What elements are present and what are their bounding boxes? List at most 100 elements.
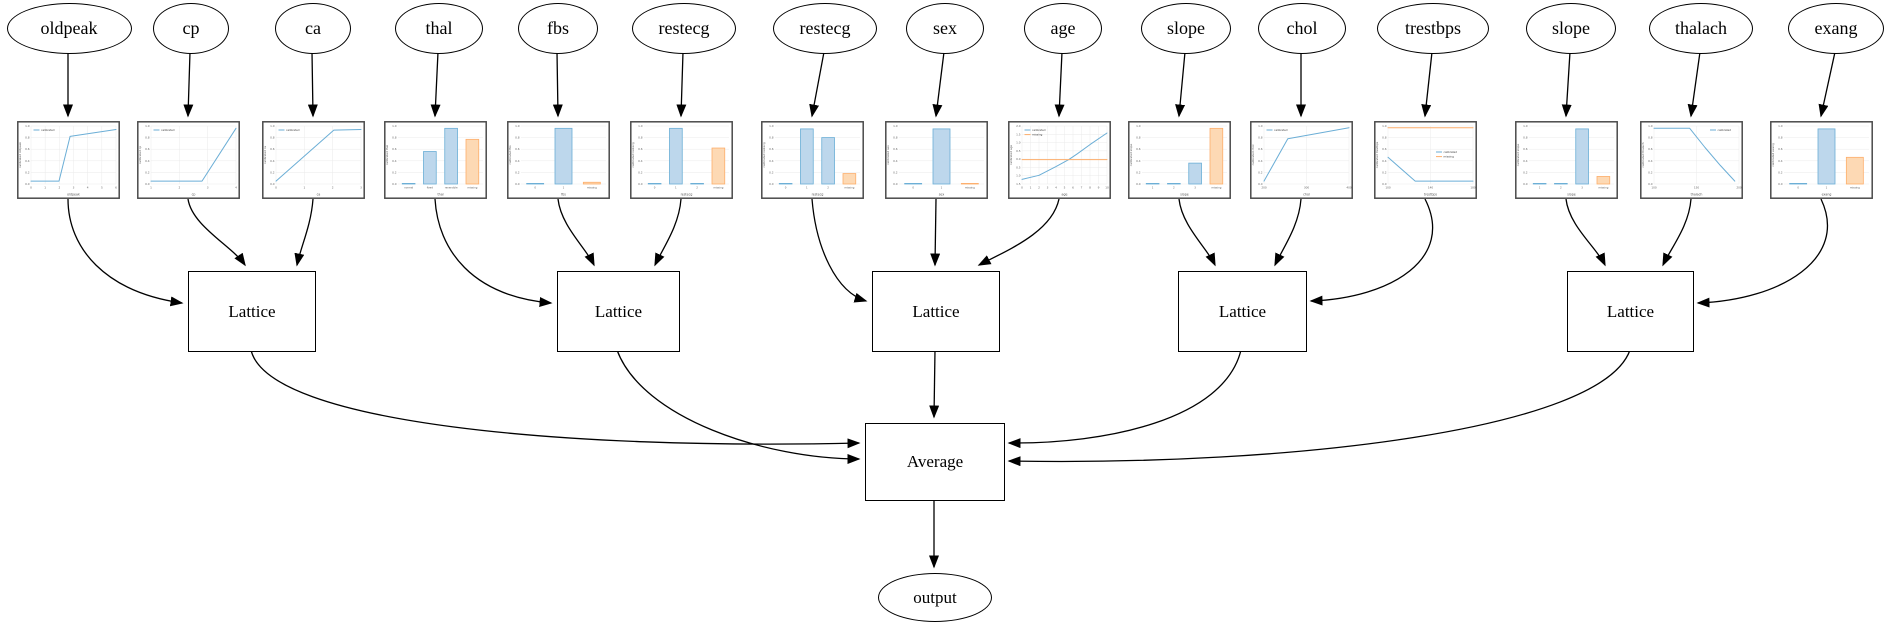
calibration-bar — [443, 127, 458, 185]
calibration-bar — [842, 173, 856, 185]
svg-text:4: 4 — [1055, 186, 1057, 190]
lattice-label: Lattice — [1218, 301, 1267, 321]
svg-text:1: 1 — [806, 186, 808, 190]
calibration-curve — [150, 127, 236, 182]
svg-text:10: 10 — [1105, 186, 1109, 190]
feature-node-sex: sex — [906, 3, 984, 54]
edge-calibrator-to-lattice — [1696, 198, 1828, 308]
edge-calibrator-to-lattice — [654, 198, 682, 267]
svg-text:calibrated: calibrated — [1717, 128, 1731, 132]
svg-text:missing: missing — [1598, 186, 1608, 190]
svg-text:calibrated thal: calibrated thal — [385, 145, 389, 166]
svg-text:0.5: 0.5 — [1016, 165, 1021, 169]
edge-lattice-to-average — [929, 349, 940, 419]
edge-input-to-calibrator — [1421, 51, 1433, 118]
svg-text:1.0: 1.0 — [1016, 141, 1021, 145]
svg-text:0.4: 0.4 — [392, 159, 397, 163]
svg-text:0.6: 0.6 — [638, 147, 643, 151]
svg-text:5: 5 — [1063, 186, 1065, 190]
feature-node-slope: slope — [1141, 3, 1231, 54]
svg-text:200: 200 — [1736, 186, 1742, 190]
svg-text:3: 3 — [72, 186, 74, 190]
svg-text:calibrated ca: calibrated ca — [263, 146, 267, 164]
svg-text:0.2: 0.2 — [270, 170, 275, 174]
lattice-node-4: Lattice — [1567, 271, 1694, 352]
svg-text:3: 3 — [360, 186, 362, 190]
svg-text:150: 150 — [1693, 186, 1699, 190]
svg-text:0.4: 0.4 — [1258, 159, 1263, 163]
svg-text:restecg: restecg — [680, 193, 692, 197]
svg-text:restecg: restecg — [811, 193, 823, 197]
feature-label: oldpeak — [40, 18, 98, 38]
svg-text:0.2: 0.2 — [25, 170, 30, 174]
svg-text:0.6: 0.6 — [1648, 147, 1653, 151]
calibration-bar — [1187, 162, 1202, 185]
edge-input-to-calibrator — [307, 51, 318, 118]
calibration-bar — [465, 138, 479, 185]
svg-text:0.2: 0.2 — [145, 170, 150, 174]
feature-node-trestbps: trestbps — [1377, 3, 1489, 54]
calibration-bar — [711, 147, 725, 185]
calibration-bar — [820, 137, 835, 185]
svg-text:normal: normal — [404, 186, 413, 190]
svg-text:0.2: 0.2 — [638, 170, 643, 174]
svg-text:0.6: 0.6 — [769, 147, 774, 151]
svg-text:thalach: thalach — [1690, 193, 1702, 197]
feature-node-thalach: thalach — [1649, 3, 1753, 54]
svg-text:0.6: 0.6 — [893, 147, 898, 151]
output-label: output — [913, 587, 957, 607]
feature-label: restecg — [658, 18, 710, 38]
svg-text:2: 2 — [827, 186, 829, 190]
lattice-node-1: Lattice — [557, 271, 680, 352]
svg-text:calibrated restecg: calibrated restecg — [762, 142, 766, 168]
svg-text:9: 9 — [1097, 186, 1099, 190]
svg-text:0.4: 0.4 — [1136, 159, 1141, 163]
svg-text:0.4: 0.4 — [1382, 159, 1387, 163]
feature-label: cp — [182, 18, 200, 38]
svg-text:3: 3 — [206, 186, 208, 190]
svg-text:0.8: 0.8 — [392, 136, 397, 140]
svg-text:calibrated slope: calibrated slope — [1129, 144, 1133, 167]
edge-calibrator-to-lattice — [294, 198, 314, 267]
svg-text:cp: cp — [191, 193, 195, 197]
edge-lattice-to-average — [616, 349, 861, 464]
svg-text:0.2: 0.2 — [1523, 170, 1528, 174]
edge-calibrator-to-lattice — [1178, 198, 1216, 267]
svg-text:1: 1 — [940, 186, 942, 190]
edge-calibrator-to-lattice — [1274, 198, 1302, 267]
svg-text:0.4: 0.4 — [1648, 159, 1653, 163]
feature-node-restecg: restecg — [773, 3, 877, 54]
average-node: Average — [865, 423, 1005, 501]
calibration-bar — [960, 183, 979, 185]
svg-text:calibrated: calibrated — [41, 128, 55, 132]
calibration-bar — [1209, 127, 1223, 185]
svg-text:0.6: 0.6 — [515, 147, 520, 151]
svg-text:0.6: 0.6 — [25, 147, 30, 151]
svg-text:100: 100 — [1385, 186, 1391, 190]
svg-text:0: 0 — [1021, 186, 1023, 190]
svg-text:0.2: 0.2 — [1648, 170, 1653, 174]
feature-label: thal — [425, 18, 453, 38]
svg-text:0: 0 — [784, 186, 786, 190]
edge-calibrator-to-lattice — [187, 198, 246, 267]
svg-text:0: 0 — [275, 186, 277, 190]
svg-text:0.4: 0.4 — [1523, 159, 1528, 163]
svg-text:1: 1 — [1538, 186, 1540, 190]
svg-text:4: 4 — [86, 186, 88, 190]
svg-text:1: 1 — [675, 186, 677, 190]
feature-node-restecg: restecg — [632, 3, 736, 54]
calibration-curve — [1263, 127, 1349, 182]
svg-text:0: 0 — [1797, 186, 1799, 190]
average-label: Average — [906, 452, 964, 471]
edge-lattice-to-average — [250, 349, 861, 449]
svg-text:0.4: 0.4 — [1778, 159, 1783, 163]
svg-text:0.2: 0.2 — [1136, 170, 1141, 174]
svg-text:2: 2 — [1560, 186, 1562, 190]
calibration-curve — [275, 129, 361, 182]
svg-text:0.2: 0.2 — [1778, 170, 1783, 174]
feature-label: fbs — [547, 18, 569, 38]
